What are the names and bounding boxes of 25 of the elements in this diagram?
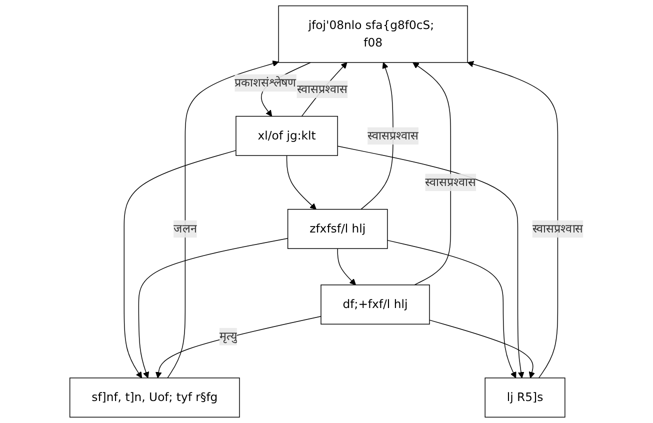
arrow xyxy=(412,62,451,286)
edge-label: स्वासप्रश्वास xyxy=(296,82,348,96)
arrow xyxy=(360,62,394,210)
node-box: lj R5]s xyxy=(484,378,566,418)
edge-label: स्वासप्रश्वास xyxy=(425,175,476,189)
node-box: jfoj'08nlo sfa{g8f0cS; f08 xyxy=(278,5,468,63)
arrow xyxy=(124,150,236,378)
edge-label: मृत्यु xyxy=(219,329,237,344)
node-box: xl/of jg:klt xyxy=(236,116,338,156)
arrow xyxy=(286,155,316,210)
arrow xyxy=(138,238,288,378)
edge-label: जलन xyxy=(174,222,197,236)
node-box: zfxfsf/l hlj xyxy=(287,208,388,249)
arrow xyxy=(337,248,356,286)
edge-label: प्रकाशसंश्लेषण xyxy=(234,76,296,90)
arrow xyxy=(155,316,322,378)
edge-label: स्वासप्रश्वास xyxy=(368,128,418,142)
arrow xyxy=(337,146,524,378)
node-box: sf]nf, t]n, Uof; tyf r§fg xyxy=(69,378,240,418)
node-box: df;+fxf/l hlj xyxy=(320,284,430,325)
arrow xyxy=(167,60,279,378)
arrow xyxy=(467,61,558,378)
edge-label: स्वासप्रश्वास xyxy=(532,222,584,236)
arrow xyxy=(387,240,516,378)
arrow xyxy=(429,320,535,378)
